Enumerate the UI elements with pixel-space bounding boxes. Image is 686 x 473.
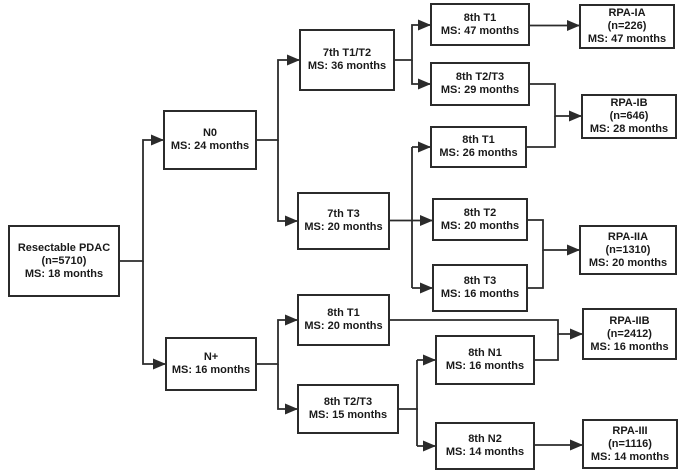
node-ms: MS: 16 months	[171, 364, 251, 376]
node-7th-t3: 7th T3 MS: 20 months	[297, 192, 390, 250]
node-ms: MS: 14 months	[590, 450, 670, 463]
node-ms: MS: 14 months	[445, 446, 525, 458]
node-ms: MS: 20 months	[304, 221, 383, 233]
node-ms: MS: 26 months	[439, 147, 518, 159]
edge-7th-t1t2-8th-t1	[395, 19, 431, 61]
node-title: Resectable PDAC	[17, 241, 111, 254]
edge-n0-7th-t1t2	[257, 54, 300, 141]
node-ms: MS: 24 months	[170, 140, 250, 152]
edge-8th-t2-rpa-iia	[528, 219, 580, 256]
node-8th-t3-16: 8th T3 MS: 16 months	[432, 264, 528, 312]
node-8th-t1-nplus: 8th T1 MS: 20 months	[297, 294, 390, 346]
edge-8th-t1-rpa-ib	[527, 116, 556, 148]
node-title: RPA-IIB	[609, 314, 650, 327]
node-ms: MS: 47 months	[440, 24, 520, 37]
node-ms: MS: 16 months	[445, 360, 525, 372]
node-title: 8th T1	[462, 134, 495, 146]
edge-8th-n1-rpa-iib	[535, 334, 559, 361]
node-ms: MS: 28 months	[589, 123, 669, 135]
node-title: 8th N2	[468, 433, 502, 445]
node-rpa-iii: RPA-III (n=1116) MS: 14 months	[582, 419, 678, 469]
node-8th-t2-20: 8th T2 MS: 20 months	[432, 198, 528, 241]
edge-root-nplus	[142, 261, 166, 370]
edge-nplus-8th-t2t3	[277, 364, 298, 415]
node-ms: MS: 16 months	[590, 340, 669, 353]
node-title: 8th T1	[463, 11, 497, 24]
edge-n0-7th-t3	[277, 140, 298, 227]
node-8th-n2: 8th N2 MS: 14 months	[435, 422, 535, 470]
node-ms: MS: 20 months	[440, 219, 520, 232]
node-7th-t1-t2: 7th T1/T2 MS: 36 months	[299, 29, 395, 91]
node-n-count: (n=1310)	[605, 243, 651, 256]
node-ms: MS: 47 months	[587, 33, 667, 45]
node-title: 7th T3	[327, 208, 360, 220]
node-8th-t1-26: 8th T1 MS: 26 months	[430, 126, 527, 168]
node-title: RPA-IA	[608, 7, 646, 19]
node-ms: MS: 36 months	[307, 60, 387, 72]
edge-8th-t2t3-rpa-ib	[530, 83, 582, 122]
edge-nplus-8th-t1	[257, 314, 298, 365]
node-title: 8th T2/T3	[323, 396, 373, 408]
node-ms: MS: 20 months	[304, 320, 383, 332]
node-title: 8th T1	[327, 307, 360, 319]
node-title: RPA-IIA	[607, 230, 649, 243]
node-rpa-iib: RPA-IIB (n=2412) MS: 16 months	[582, 308, 677, 360]
node-resectable-pdac: Resectable PDAC (n=5710) MS: 18 months	[8, 225, 120, 297]
node-8th-t1-47: 8th T1 MS: 47 months	[430, 3, 530, 46]
edge-8th-t3-rpa-iia	[528, 250, 544, 289]
node-rpa-iia: RPA-IIA (n=1310) MS: 20 months	[579, 225, 677, 275]
node-rpa-ib: RPA-IB (n=646) MS: 28 months	[581, 94, 677, 139]
node-n-count: (n=646)	[609, 110, 649, 122]
node-ms: MS: 18 months	[24, 267, 104, 280]
node-n-count: (n=5710)	[41, 254, 87, 267]
node-title: 7th T1/T2	[322, 47, 372, 59]
node-title: 8th T2/T3	[455, 71, 505, 83]
node-title: RPA-III	[612, 424, 648, 437]
node-ms: MS: 15 months	[308, 409, 388, 421]
edge-root-n0	[120, 134, 164, 262]
node-title: RPA-IB	[610, 97, 648, 109]
node-8th-t2-t3-29: 8th T2/T3 MS: 29 months	[430, 62, 530, 106]
node-title: N+	[203, 351, 219, 363]
node-title: N0	[202, 127, 218, 139]
node-title: 8th N1	[468, 347, 502, 359]
node-rpa-ia: RPA-IA (n=226) MS: 47 months	[579, 4, 675, 49]
node-ms: MS: 16 months	[440, 288, 520, 300]
node-title: 8th T2	[463, 206, 497, 219]
node-n-count: (n=2412)	[607, 327, 652, 340]
node-title: 8th T3	[463, 275, 497, 287]
node-n0: N0 MS: 24 months	[163, 110, 257, 170]
node-ms: MS: 29 months	[440, 84, 520, 96]
node-n-count: (n=226)	[607, 20, 647, 32]
node-n-plus: N+ MS: 16 months	[165, 337, 257, 391]
node-n-count: (n=1116)	[608, 437, 652, 450]
edge-7th-t1t2-8th-t2t3	[411, 60, 431, 90]
node-ms: MS: 20 months	[588, 256, 668, 269]
node-8th-t2-t3-nplus: 8th T2/T3 MS: 15 months	[297, 384, 399, 434]
node-8th-n1: 8th N1 MS: 16 months	[435, 335, 535, 385]
edge-8th-t1-rpa-iib	[390, 319, 583, 340]
